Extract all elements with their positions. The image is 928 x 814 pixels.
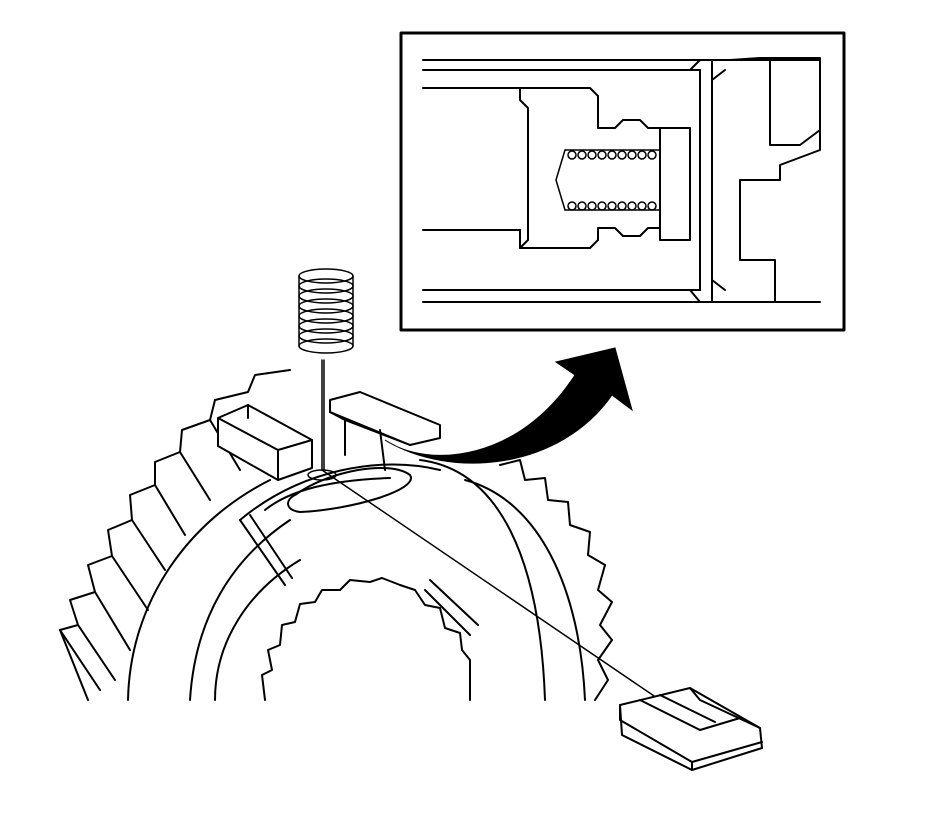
spring [298, 268, 354, 481]
hub-right-body [419, 459, 546, 701]
hub-tooth-ridges [59, 419, 241, 691]
coil-spring-icon [298, 268, 354, 354]
hub-top-face [239, 463, 441, 521]
inset-bore-lines [422, 57, 821, 303]
hub-key-slot [287, 466, 412, 513]
hub-guide-block [329, 391, 441, 446]
key-guide-line [321, 469, 661, 701]
inset-spring-coils-top [567, 150, 657, 160]
inset-frame [399, 31, 846, 332]
callout-arrow [384, 347, 633, 464]
hub-outer-teeth-right [499, 459, 613, 701]
hub-inner-ring [127, 479, 271, 701]
inset-spring-coils-bottom [567, 201, 657, 211]
detent-key [321, 469, 763, 771]
inset-cross-section [399, 31, 846, 332]
inset-spring [555, 149, 661, 211]
synchronizer-hub [59, 369, 613, 701]
hub-outer-teeth-left [59, 369, 291, 701]
hub-bore-splines [261, 577, 471, 701]
